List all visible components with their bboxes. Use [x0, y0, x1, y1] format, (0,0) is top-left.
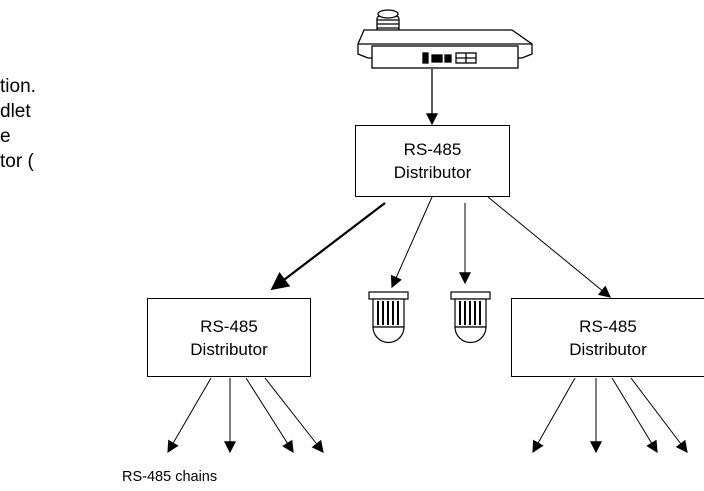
- distributor-top-line1: RS-485: [403, 140, 462, 159]
- chain-arrow: [245, 377, 294, 454]
- dome-camera-icon: [450, 291, 491, 344]
- chains-caption: RS-485 chains: [122, 469, 218, 485]
- distributor-right-box: RS-485 Distributor: [511, 298, 704, 377]
- distributor-left-line1: RS-485: [200, 316, 258, 336]
- chain-arrow: [532, 377, 576, 454]
- text-fragment-4: tor (: [0, 151, 34, 172]
- distributor-left-box: RS-485 Distributor: [147, 298, 311, 377]
- distributor-left-line2: Distributor: [190, 339, 268, 359]
- distributor-to-distributor-arrow: [487, 196, 611, 298]
- text-fragment-2: dlet: [0, 101, 31, 122]
- control-keyboard-icon: [357, 9, 533, 69]
- chain-arrow: [611, 377, 658, 454]
- distributor-to-distributor-arrow: [270, 202, 386, 291]
- text-fragment-3: e: [0, 126, 11, 147]
- distributor-to-camera-arrow: [390, 196, 433, 289]
- chain-arrow: [167, 377, 212, 454]
- chain-arrow: [630, 377, 688, 453]
- distributor-top-box: RS-485 Distributor: [355, 125, 510, 197]
- distributor-right-line1: RS-485: [579, 316, 637, 336]
- text-fragment-1: tion.: [0, 76, 36, 97]
- dome-camera-icon: [368, 291, 409, 344]
- distributor-top-line2: Distributor: [393, 163, 472, 182]
- distributor-right-line2: Distributor: [569, 339, 647, 359]
- chain-arrow: [264, 377, 324, 453]
